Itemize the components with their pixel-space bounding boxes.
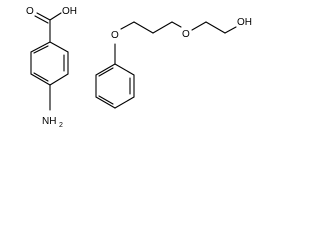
bond (205, 21, 226, 34)
structure-diagram: O OH NH 2 O O OH (26, 6, 252, 129)
bond (95, 96, 116, 109)
double-bond-inner (33, 45, 49, 54)
bond (191, 21, 207, 31)
double-bond-inner (33, 72, 49, 82)
carbonyl-bond-double (34, 15, 49, 24)
phenoxyethoxyethanol: O O OH (95, 17, 252, 109)
bond (120, 21, 135, 30)
carbonyl-oxygen-label: O (26, 6, 34, 17)
hydroxyl-label: OH (62, 6, 77, 17)
bond (114, 96, 135, 109)
ether-oxygen-1-label: O (111, 30, 119, 41)
bond (133, 21, 154, 34)
terminal-hydroxyl-label: OH (237, 17, 252, 28)
bond (171, 21, 182, 28)
ether-oxygen-2-label: O (182, 29, 190, 40)
bond (224, 26, 237, 34)
carbonyl-bond (36, 12, 51, 21)
double-bond-inner (98, 67, 114, 77)
amine-label: NH (42, 116, 56, 127)
structure-canvas: O OH NH 2 O O OH (26, 6, 252, 129)
amine-subscript: 2 (59, 122, 63, 129)
double-bond-inner (98, 95, 114, 105)
bond (152, 21, 173, 34)
bond (30, 73, 51, 86)
benzene-ring-1 (30, 41, 69, 86)
bond (30, 41, 51, 53)
bond (49, 41, 69, 53)
aminobenzoic-acid: O OH NH 2 (26, 6, 77, 129)
bond (114, 63, 135, 76)
bond (95, 63, 116, 76)
bond (49, 12, 62, 21)
benzene-ring-2 (95, 63, 135, 109)
bond (49, 73, 69, 86)
